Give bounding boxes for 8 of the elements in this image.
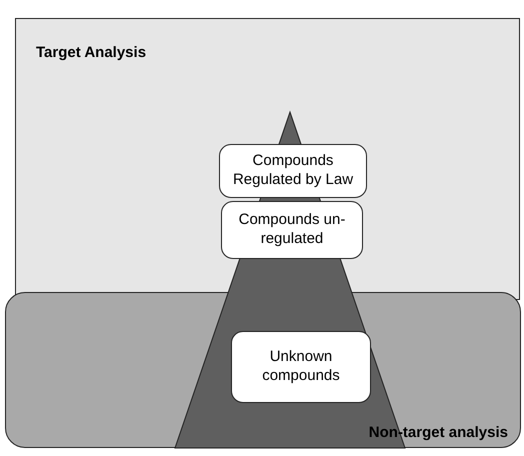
label-box bbox=[231, 331, 371, 403]
label-box bbox=[221, 201, 363, 259]
box-label: Compounds un-regulated bbox=[238, 211, 346, 249]
target-analysis-panel bbox=[15, 18, 520, 300]
box-label: Compounds Regulated by Law bbox=[232, 152, 354, 190]
panel-heading: Target Analysis bbox=[36, 44, 146, 61]
box-label: Unknown compounds bbox=[261, 348, 341, 386]
label-box bbox=[219, 144, 367, 198]
